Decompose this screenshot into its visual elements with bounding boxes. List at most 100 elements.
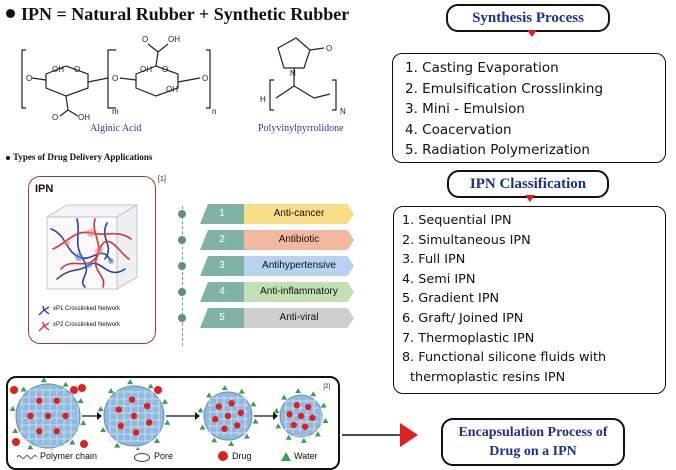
drug-particle xyxy=(115,406,123,413)
synthesis-item: 3. Mini - Emulsion xyxy=(405,101,525,117)
water-molecule xyxy=(97,406,104,412)
drug-particle xyxy=(154,386,162,394)
legend-water: Water xyxy=(294,451,318,461)
xp2-network-icon xyxy=(38,321,50,332)
water-molecule xyxy=(320,402,327,408)
water-molecule xyxy=(62,381,69,387)
water-molecule xyxy=(310,391,317,397)
water-molecule xyxy=(314,431,321,437)
water-molecule xyxy=(243,433,250,439)
legend-polymer-chain: Polymer chain xyxy=(40,451,98,461)
water-molecule xyxy=(20,386,27,392)
application-label: Anti-viral xyxy=(244,308,354,328)
water-molecule xyxy=(114,442,121,448)
ipn-figure-label: IPN xyxy=(35,183,54,195)
water-molecule xyxy=(295,388,302,394)
drug-particle xyxy=(237,409,244,416)
application-label: Antihypertensive xyxy=(244,256,354,276)
water-icon xyxy=(281,452,291,461)
drug-particle xyxy=(145,419,153,426)
timeline-dot-icon xyxy=(178,236,186,244)
encapsulation-figure: [2] Polymer chain Pore Drug Water xyxy=(6,376,340,470)
drug-particle xyxy=(62,412,69,420)
water-molecule xyxy=(322,417,329,423)
drug-particle xyxy=(36,428,43,435)
encapsulation-title-line2: Drug on a IPN xyxy=(489,444,577,459)
drug-particle xyxy=(286,411,293,418)
application-label: Anti-inflammatory xyxy=(244,282,354,302)
drug-delivery-heading: Types of Drug Delivery Applications xyxy=(6,152,152,162)
down-arrow-icon xyxy=(527,30,537,37)
water-molecule xyxy=(127,379,134,385)
synthesis-item: 4. Coacervation xyxy=(405,121,512,138)
water-molecule xyxy=(281,394,288,400)
water-molecule xyxy=(9,405,16,411)
down-arrow-icon xyxy=(525,195,535,202)
classification-item: 4. Semi IPN xyxy=(402,271,476,287)
drug-particle xyxy=(143,402,151,410)
drug-particle xyxy=(305,403,312,411)
svg-text:O: O xyxy=(202,74,208,83)
drug-particle xyxy=(297,412,305,420)
application-number: 3 xyxy=(200,256,244,276)
drug-particle xyxy=(12,438,20,446)
water-molecule xyxy=(12,427,19,433)
classification-item: 6. Graft/ Joined IPN xyxy=(402,310,524,326)
drug-particle xyxy=(228,400,235,407)
classification-item: 1. Sequential IPN xyxy=(402,213,512,228)
drug-particle xyxy=(53,397,60,404)
application-number: 2 xyxy=(200,230,244,250)
svg-text:OH: OH xyxy=(52,65,64,74)
classification-item: thermoplastic resins IPN xyxy=(410,369,566,385)
water-molecule xyxy=(27,444,34,450)
encapsulation-ref: [2] xyxy=(323,384,330,390)
classification-item: 5. Gradient IPN xyxy=(402,291,500,307)
applications-timeline xyxy=(182,206,184,346)
classification-item: 7. Thermoplastic IPN xyxy=(402,330,535,346)
bullet-icon xyxy=(6,155,10,160)
water-molecule xyxy=(161,398,168,404)
drug-particle xyxy=(290,421,297,429)
water-molecule xyxy=(153,438,160,444)
drug-icon xyxy=(218,451,228,461)
svg-text:N: N xyxy=(340,107,346,116)
page-title: IPN = Natural Rubber + Synthetic Rubber xyxy=(6,4,349,25)
drug-particle xyxy=(215,403,223,410)
drug-particle xyxy=(128,396,136,403)
application-label: Antibiotic xyxy=(244,230,354,250)
drug-particle xyxy=(44,412,52,420)
pvp-label: Polyvinylpyrrolidone xyxy=(258,123,344,134)
water-molecule xyxy=(77,398,84,404)
polymer-chain-icon xyxy=(16,455,38,459)
svg-text:OH: OH xyxy=(166,85,178,94)
stage-arrow-head xyxy=(195,412,200,420)
timeline-dot-icon xyxy=(178,314,186,322)
water-molecule xyxy=(252,418,259,424)
svg-text:O: O xyxy=(74,65,80,74)
water-molecule xyxy=(238,388,245,394)
ipn-figure-ref: [1] xyxy=(158,176,166,183)
synthesis-process-title: Synthesis Process xyxy=(446,4,610,32)
xp1-legend-label: xP1 Crosslinked Network xyxy=(53,306,121,312)
application-number: 4 xyxy=(200,282,244,302)
pore-icon xyxy=(134,453,150,462)
drug-particle xyxy=(27,412,34,420)
water-molecule xyxy=(221,385,228,391)
xp2-legend-label: xP2 Crosslinked Network xyxy=(53,322,121,328)
water-molecule xyxy=(69,439,76,445)
stage-arrow-head xyxy=(273,412,278,420)
svg-text:m: m xyxy=(112,107,119,116)
water-molecule xyxy=(228,440,235,446)
alginic-acid-label: Alginic Acid xyxy=(90,123,142,134)
water-molecule xyxy=(211,437,218,443)
svg-text:OH: OH xyxy=(168,35,180,44)
water-molecule xyxy=(300,437,307,443)
drug-particle xyxy=(224,412,232,420)
water-molecule xyxy=(100,427,107,433)
